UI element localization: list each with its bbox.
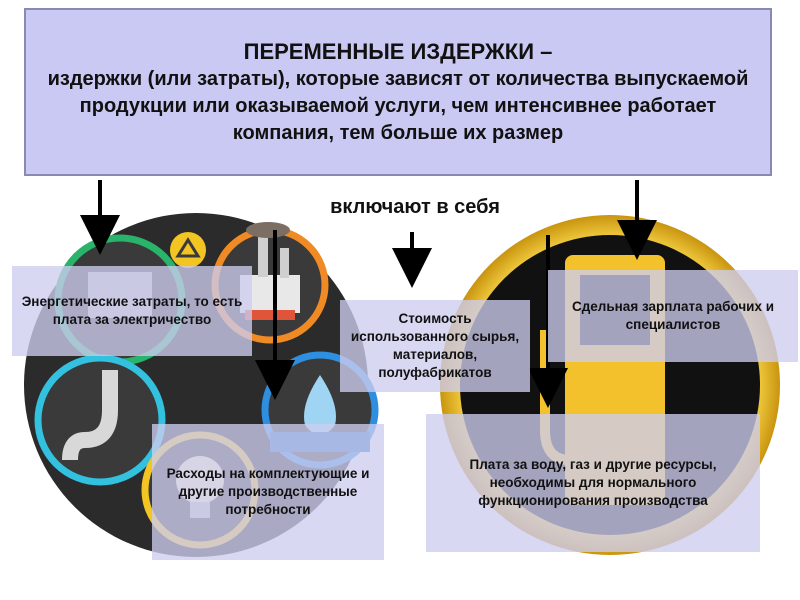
pipe-icon [38,358,162,482]
item-utilities-text: Плата за воду, газ и другие ресурсы, нео… [432,456,754,510]
item-raw-materials-text: Стоимость использованного сырья, материа… [346,310,524,382]
includes-label: включают в себя [300,196,530,219]
item-wages: Сдельная зарплата рабочих и специалистов [548,270,798,362]
recycle-icon [170,232,206,268]
item-components-text: Расходы на комплектующие и другие произв… [158,465,378,519]
item-utilities: Плата за воду, газ и другие ресурсы, нео… [426,414,760,552]
item-energy: Энергетические затраты, то есть плата за… [12,266,252,356]
item-wages-text: Сдельная зарплата рабочих и специалистов [554,298,792,334]
item-components: Расходы на комплектующие и другие произв… [152,424,384,560]
item-raw-materials: Стоимость использованного сырья, материа… [340,300,530,392]
item-energy-text: Энергетические затраты, то есть плата за… [18,293,246,329]
